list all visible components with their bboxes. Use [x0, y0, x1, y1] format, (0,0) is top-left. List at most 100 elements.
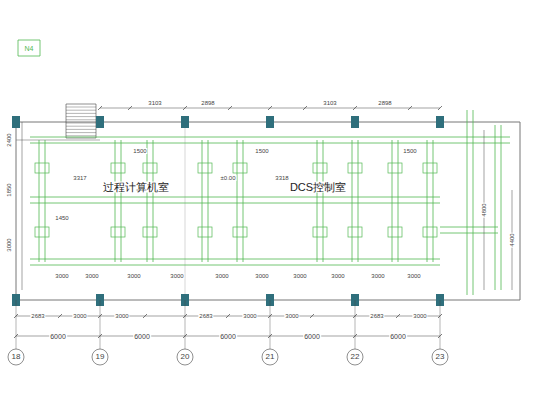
dimension-tick [228, 106, 232, 110]
duct-line [208, 140, 209, 262]
axis-number: 23 [435, 353, 446, 361]
room-name: DCS控制室 [289, 182, 347, 193]
duct-line [358, 140, 359, 262]
dimension-tick [183, 106, 187, 110]
dimension-text: 2400 [6, 132, 12, 147]
dimension-tick [353, 106, 357, 110]
dimension-text: 1500 [254, 148, 269, 154]
diffuser [388, 163, 402, 173]
axis-number: 18 [11, 353, 22, 361]
duct-line [121, 140, 122, 262]
duct-line [202, 140, 203, 262]
axis-number: 19 [95, 353, 106, 361]
dimension-text: 3000 [126, 273, 141, 279]
diffuser [111, 163, 125, 173]
axis-bubble [347, 349, 363, 365]
dimension-text: 3000 [214, 273, 229, 279]
duct-line [30, 143, 510, 144]
wall-line [16, 140, 100, 141]
dimension-text: 3000 [254, 273, 269, 279]
dimension-text: 3000 [54, 273, 69, 279]
duct-line [473, 110, 474, 295]
dimension-text: 4400 [509, 232, 515, 247]
dimension-text: 3000 [406, 273, 421, 279]
duct-line [30, 265, 440, 266]
dimension-tick [98, 106, 102, 110]
stair-step [66, 116, 96, 117]
diffuser [313, 163, 327, 173]
dimension-text: 6000 [303, 333, 321, 340]
dimension-text: 3000 [242, 313, 257, 319]
diffuser [313, 227, 327, 237]
duct-line [115, 140, 116, 262]
dimension-text: 3000 [284, 313, 299, 319]
diffuser [388, 227, 402, 237]
dimension-tick [408, 106, 412, 110]
dimension-text: 3000 [370, 273, 385, 279]
dimension-text: 6000 [49, 333, 67, 340]
dimension-tick [310, 314, 314, 318]
dimension-text: 2683 [30, 313, 45, 319]
duct-line [427, 140, 428, 262]
stair-step [66, 110, 96, 111]
duct-line [147, 140, 148, 262]
stair-step [66, 129, 96, 130]
column [96, 116, 104, 128]
duct-line [352, 140, 353, 262]
duct-line [30, 203, 440, 204]
axis-line [270, 300, 271, 349]
duct-line [30, 137, 510, 138]
duct-line [30, 259, 440, 260]
axis-bubble [432, 349, 448, 365]
stair-step [66, 123, 96, 124]
wall-line [16, 300, 440, 301]
wall-line [16, 122, 17, 300]
diffuser [423, 227, 437, 237]
dimension-tick [128, 106, 132, 110]
dimension-tick [226, 314, 230, 318]
dimension-text: 3000 [169, 273, 184, 279]
dimension-text: 1850 [6, 182, 12, 197]
stair-step [66, 126, 96, 127]
dimension-tick [303, 106, 307, 110]
duct-line [467, 110, 468, 295]
diffuser [233, 163, 247, 173]
axis-line [16, 300, 17, 349]
duct-line [392, 140, 393, 262]
axis-number: 20 [180, 353, 191, 361]
duct-line [398, 140, 399, 262]
duct-line [323, 140, 324, 262]
axis-line [440, 300, 441, 349]
axis-bubble [262, 349, 278, 365]
dimension-text: 6000 [219, 333, 237, 340]
stair-step [66, 119, 96, 120]
dimension-text: 6000 [133, 333, 151, 340]
dimension-tick [58, 314, 62, 318]
column [181, 116, 189, 128]
column [436, 116, 444, 128]
dimension-tick [438, 106, 442, 110]
diffuser [233, 227, 247, 237]
stair-step [66, 135, 96, 136]
diffuser [35, 163, 49, 173]
dimension-text: 3000 [330, 273, 345, 279]
duct-line [45, 140, 46, 262]
wall-line [440, 122, 520, 300]
column [12, 116, 20, 128]
duct-line [440, 227, 498, 228]
dimension-text: 1500 [132, 148, 147, 154]
diffuser [423, 163, 437, 173]
axis-number: 22 [350, 353, 361, 361]
axis-bubble [92, 349, 108, 365]
diffuser [143, 163, 157, 173]
dimension-tick [143, 314, 147, 318]
tag-text: N4 [24, 45, 35, 52]
diffuser [35, 227, 49, 237]
dimension-text: 3000 [114, 313, 129, 319]
stair-step [66, 113, 96, 114]
dimension-text: 3103 [322, 100, 337, 106]
axis-line [100, 300, 101, 349]
dimension-text: 3000 [412, 313, 427, 319]
dimension-text: 3318 [274, 175, 289, 181]
dimension-text: 2683 [198, 313, 213, 319]
